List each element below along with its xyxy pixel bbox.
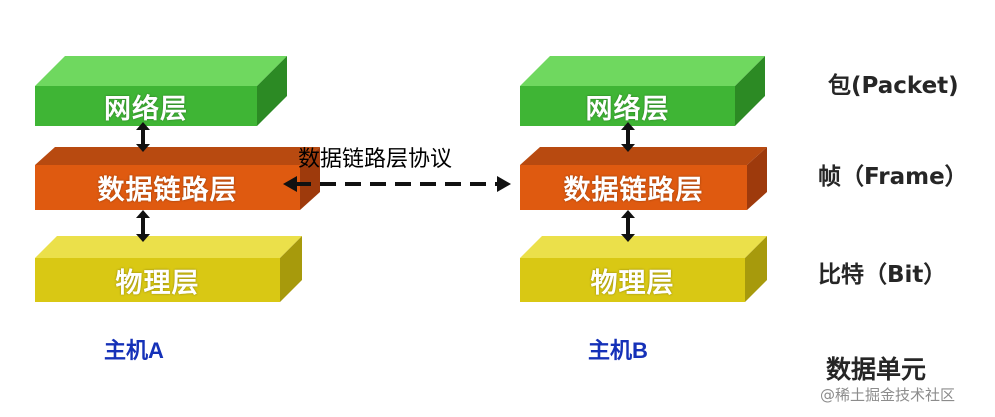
host-a-label: 主机A [104,338,164,363]
physical-layer-label: 物理层 [590,267,675,299]
unit-frame: 帧（Frame） [818,164,968,190]
datalink-layer-box [520,147,767,210]
datalink-layer-box [35,147,320,210]
physical-layer-box [35,236,302,302]
datalink-layer-label: 数据链路层 [97,175,238,206]
network-layer-label: 网络层 [585,93,670,125]
unit-bit: 比特（Bit） [818,262,947,288]
physical-layer-box [520,236,767,302]
network-layer-label: 网络层 [104,93,188,125]
host-a-datalink-physical-connector [136,210,150,242]
host-a-network-datalink-connector [136,122,150,152]
datalink-layer-label: 数据链路层 [563,175,704,206]
watermark: @稀土掘金技术社区 [820,386,956,404]
protocol-label: 数据链路层协议 [298,147,453,172]
physical-layer-label: 物理层 [115,267,200,299]
host-b-label: 主机B [588,338,648,363]
unit-title: 数据单元 [826,355,927,384]
host-b-datalink-physical-connector [621,210,635,242]
protocol-dashed-arrow [283,176,511,192]
host-b-network-datalink-connector [621,122,635,152]
network-layer-box [35,56,287,126]
network-layer-box [520,56,765,126]
unit-packet: 包(Packet) [828,73,959,99]
